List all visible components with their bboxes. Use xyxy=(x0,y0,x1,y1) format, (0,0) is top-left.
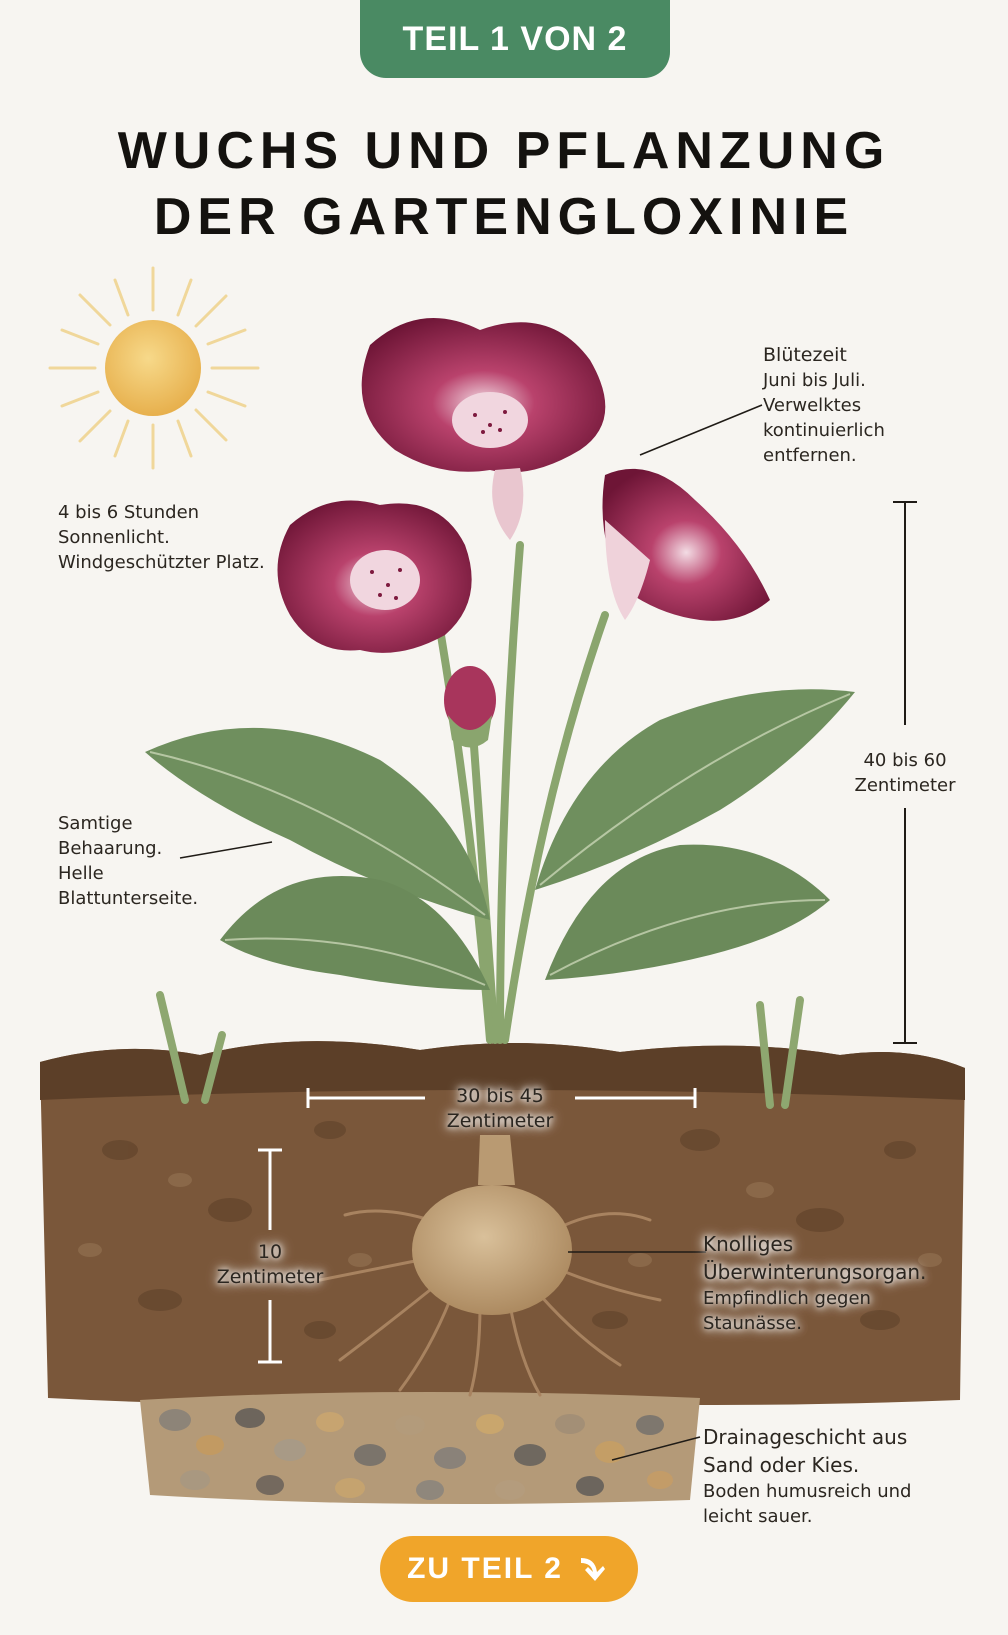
tuber-caption-line: Überwinterungsorgan. xyxy=(703,1260,927,1284)
height-caption: 40 bis 60 Zentimeter xyxy=(840,748,970,798)
depth-caption-line: 10 xyxy=(257,1241,283,1263)
sun-icon xyxy=(48,266,260,470)
leaf-caption-line: Helle xyxy=(58,863,104,884)
side-shoots xyxy=(156,991,804,1109)
tuber-caption-line: Knolliges xyxy=(703,1232,794,1256)
flower-top xyxy=(361,318,606,540)
tuber-caption-line: Staunässe. xyxy=(703,1313,802,1334)
dimension-depth xyxy=(258,1148,282,1364)
bloom-caption-line: Verwelktes xyxy=(763,395,862,416)
drainage-caption-line: Boden humusreich und xyxy=(703,1481,912,1502)
spacing-caption-line: Zentimeter xyxy=(446,1110,554,1132)
depth-caption: 10 Zentimeter xyxy=(205,1240,335,1290)
sun-caption-line: 4 bis 6 Stunden xyxy=(58,502,200,523)
part-badge-label: TEIL 1 VON 2 xyxy=(402,19,628,58)
page-title: WUCHS UND PFLANZUNG DER GARTENGLOXINIE xyxy=(0,118,1008,250)
flower-left xyxy=(277,500,472,653)
dimension-spacing xyxy=(306,1088,697,1108)
tuber-caption-line: Empfindlich gegen xyxy=(703,1288,871,1309)
next-part-label: ZU TEIL 2 xyxy=(407,1552,563,1585)
leaf-caption-line: Behaarung. xyxy=(58,838,163,859)
drainage-caption-line: Sand oder Kies. xyxy=(703,1453,860,1477)
tuber xyxy=(318,1135,662,1397)
spacing-caption: 30 bis 45 Zentimeter xyxy=(420,1084,580,1134)
bloom-caption-line: entfernen. xyxy=(763,445,857,466)
dimension-height xyxy=(893,501,917,1044)
leaves xyxy=(145,689,855,990)
spacing-caption-line: 30 bis 45 xyxy=(456,1085,544,1107)
arrow-down-icon xyxy=(580,1558,605,1581)
drainage-caption-line: leicht sauer. xyxy=(703,1506,813,1527)
drainage-caption: Drainageschicht aus Sand oder Kies. Bode… xyxy=(703,1423,911,1529)
flower-bud xyxy=(444,666,496,748)
height-caption-line: Zentimeter xyxy=(854,775,956,796)
drainage-caption-line: Drainageschicht aus xyxy=(703,1425,908,1449)
drainage-layer xyxy=(140,1391,700,1504)
bloom-caption-line: kontinuierlich xyxy=(763,420,885,441)
page-title-line-1: WUCHS UND PFLANZUNG xyxy=(117,122,891,180)
flower-right xyxy=(602,468,770,621)
tuber-caption: Knolliges Überwinterungsorgan. Empfindli… xyxy=(703,1230,926,1336)
bloom-caption-line: Juni bis Juli. xyxy=(763,370,866,391)
bloom-caption: Blütezeit Juni bis Juli. Verwelktes kont… xyxy=(763,343,885,468)
flowers xyxy=(277,318,770,748)
leaf-caption: Samtige Behaarung. Helle Blattunterseite… xyxy=(58,811,198,911)
sun-caption: 4 bis 6 Stunden Sonnenlicht. Windgeschüt… xyxy=(58,500,265,575)
leaf-caption-line: Blattunterseite. xyxy=(58,888,199,909)
leader-lines xyxy=(179,404,763,1461)
next-part-button[interactable]: ZU TEIL 2 xyxy=(380,1536,638,1602)
height-caption-line: 40 bis 60 xyxy=(863,750,947,771)
bloom-caption-heading: Blütezeit xyxy=(763,344,847,366)
leaf-caption-line: Samtige xyxy=(58,813,133,834)
part-badge: TEIL 1 VON 2 xyxy=(360,0,670,78)
page-title-line-2: DER GARTENGLOXINIE xyxy=(153,188,855,246)
sun-caption-line: Windgeschützter Platz. xyxy=(58,552,265,573)
sun-caption-line: Sonnenlicht. xyxy=(58,527,170,548)
stems xyxy=(431,541,609,1044)
depth-caption-line: Zentimeter xyxy=(216,1266,324,1288)
